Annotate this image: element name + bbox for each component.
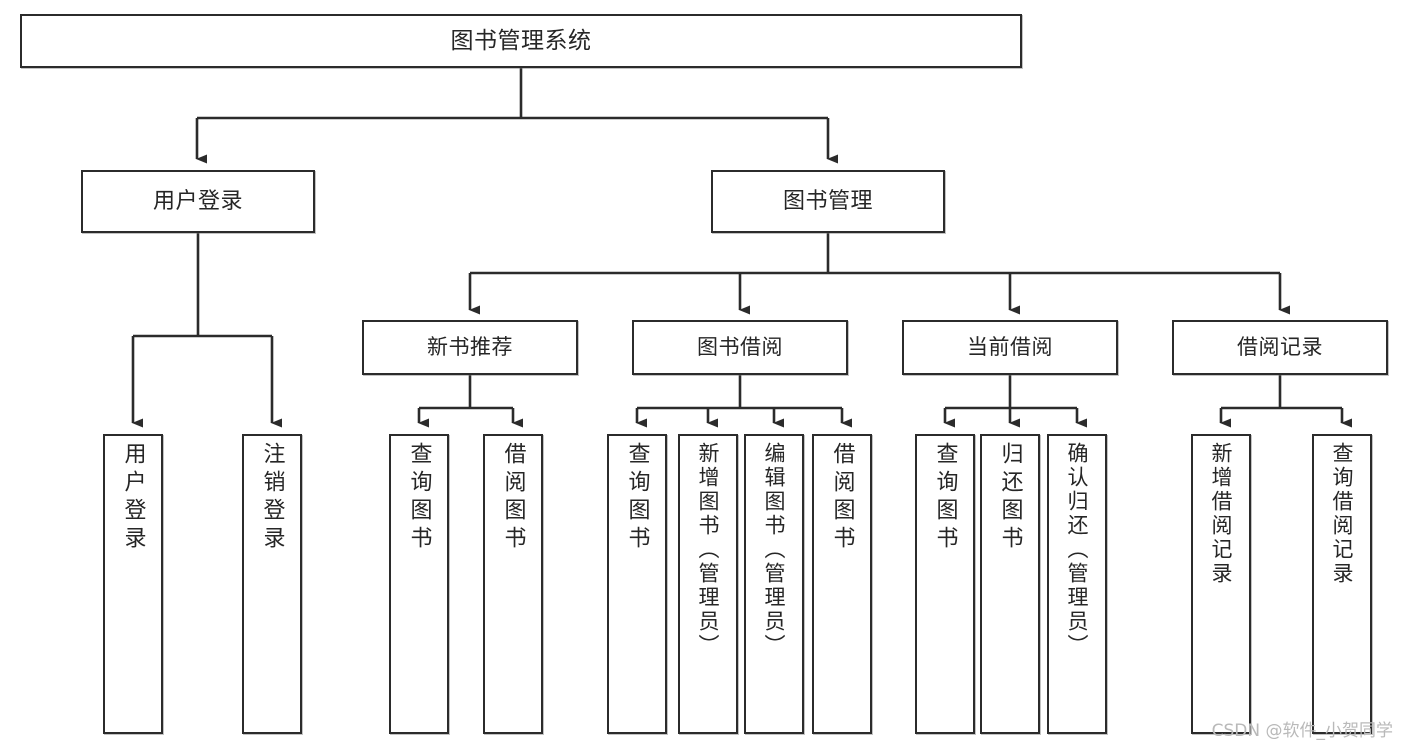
node-current-borrow[interactable]: 当前借阅 bbox=[902, 320, 1118, 375]
node-leaf-query-book-2[interactable]: 查询图书 bbox=[607, 434, 667, 734]
node-label: 图书借阅 bbox=[697, 335, 783, 360]
node-leaf-query-book-3[interactable]: 查询图书 bbox=[915, 434, 975, 734]
csdn-watermark: CSDN @软件_小贺同学 bbox=[1211, 721, 1393, 741]
node-label: 借阅记录 bbox=[1237, 335, 1323, 360]
node-leaf-borrow-book-1[interactable]: 借阅图书 bbox=[483, 434, 543, 734]
node-leaf-return-book[interactable]: 归还图书 bbox=[980, 434, 1040, 734]
node-label: 用户登录 bbox=[120, 442, 146, 554]
node-label: 图书管理系统 bbox=[450, 27, 592, 54]
node-label: 借阅图书 bbox=[829, 442, 855, 554]
node-borrow-record[interactable]: 借阅记录 bbox=[1172, 320, 1388, 375]
node-label: 查询借阅记录 bbox=[1330, 442, 1355, 586]
node-label: 编辑图书（管理员） bbox=[762, 442, 787, 658]
node-label: 查询图书 bbox=[406, 442, 432, 554]
node-label: 当前借阅 bbox=[967, 335, 1053, 360]
node-label: 新书推荐 bbox=[427, 335, 513, 360]
node-book-borrow[interactable]: 图书借阅 bbox=[632, 320, 848, 375]
node-leaf-query-book-1[interactable]: 查询图书 bbox=[389, 434, 449, 734]
node-new-book-recommend[interactable]: 新书推荐 bbox=[362, 320, 578, 375]
node-leaf-add-record[interactable]: 新增借阅记录 bbox=[1191, 434, 1251, 734]
node-leaf-user-login[interactable]: 用户登录 bbox=[103, 434, 163, 734]
node-label: 注销登录 bbox=[259, 442, 285, 554]
node-label: 借阅图书 bbox=[500, 442, 526, 554]
node-label: 查询图书 bbox=[932, 442, 958, 554]
node-leaf-user-logout[interactable]: 注销登录 bbox=[242, 434, 302, 734]
node-leaf-add-book[interactable]: 新增图书（管理员） bbox=[678, 434, 738, 734]
node-leaf-edit-book[interactable]: 编辑图书（管理员） bbox=[744, 434, 804, 734]
node-label: 新增图书（管理员） bbox=[696, 442, 721, 658]
node-leaf-confirm-return[interactable]: 确认归还（管理员） bbox=[1047, 434, 1107, 734]
node-label: 确认归还（管理员） bbox=[1065, 442, 1090, 658]
node-label: 图书管理 bbox=[782, 188, 873, 214]
node-label: 用户登录 bbox=[152, 188, 243, 214]
node-root-system[interactable]: 图书管理系统 bbox=[20, 14, 1022, 68]
node-leaf-query-record[interactable]: 查询借阅记录 bbox=[1312, 434, 1372, 734]
node-book-manage[interactable]: 图书管理 bbox=[711, 170, 945, 233]
node-label: 新增借阅记录 bbox=[1209, 442, 1234, 586]
node-label: 查询图书 bbox=[624, 442, 650, 554]
node-leaf-borrow-book-2[interactable]: 借阅图书 bbox=[812, 434, 872, 734]
node-user-login[interactable]: 用户登录 bbox=[81, 170, 315, 233]
node-label: 归还图书 bbox=[997, 442, 1023, 554]
